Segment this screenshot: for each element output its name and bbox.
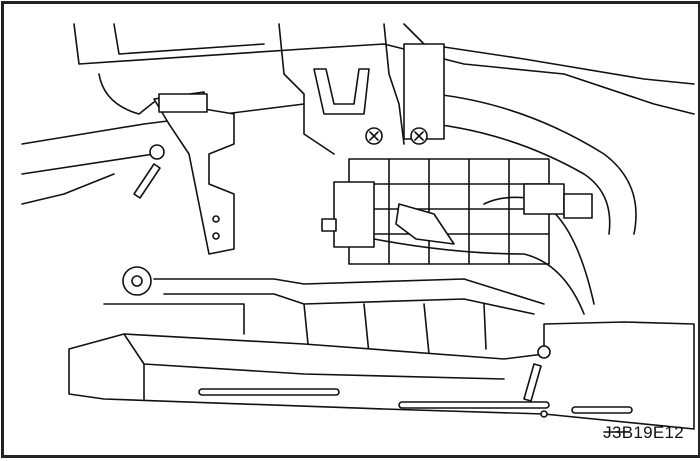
connector (321, 181, 375, 248)
relay (395, 203, 455, 245)
lower-panel (68, 321, 695, 430)
hose (433, 93, 637, 235)
grommet (122, 266, 152, 296)
screw-right (523, 345, 551, 402)
technical-illustration (21, 23, 695, 433)
module-grille (348, 158, 550, 265)
screw-left (133, 144, 165, 199)
figure-label: J3B19E12 (603, 423, 684, 442)
wiring-harness (373, 183, 595, 315)
duct (103, 278, 545, 355)
bracket-left (153, 91, 235, 255)
top-connectors (313, 43, 445, 145)
